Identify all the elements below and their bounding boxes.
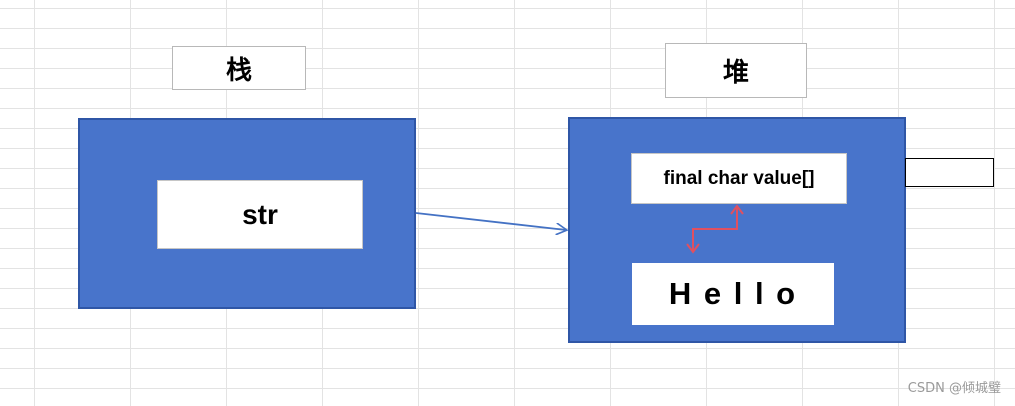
watermark: CSDN @倾城璧 [907, 381, 1001, 396]
stack-title: 栈 [172, 46, 306, 90]
reference-arrow [415, 212, 566, 230]
stack-panel: str [78, 118, 416, 309]
heap-panel: final char value[] H e l l o [568, 117, 906, 343]
outlined-cell [905, 158, 994, 187]
value-field-box: final char value[] [631, 153, 847, 204]
bidirectional-zigzag-arrow [686, 204, 744, 254]
hello-content-box: H e l l o [632, 263, 834, 325]
heap-title: 堆 [665, 43, 807, 98]
str-variable-box: str [157, 180, 363, 249]
